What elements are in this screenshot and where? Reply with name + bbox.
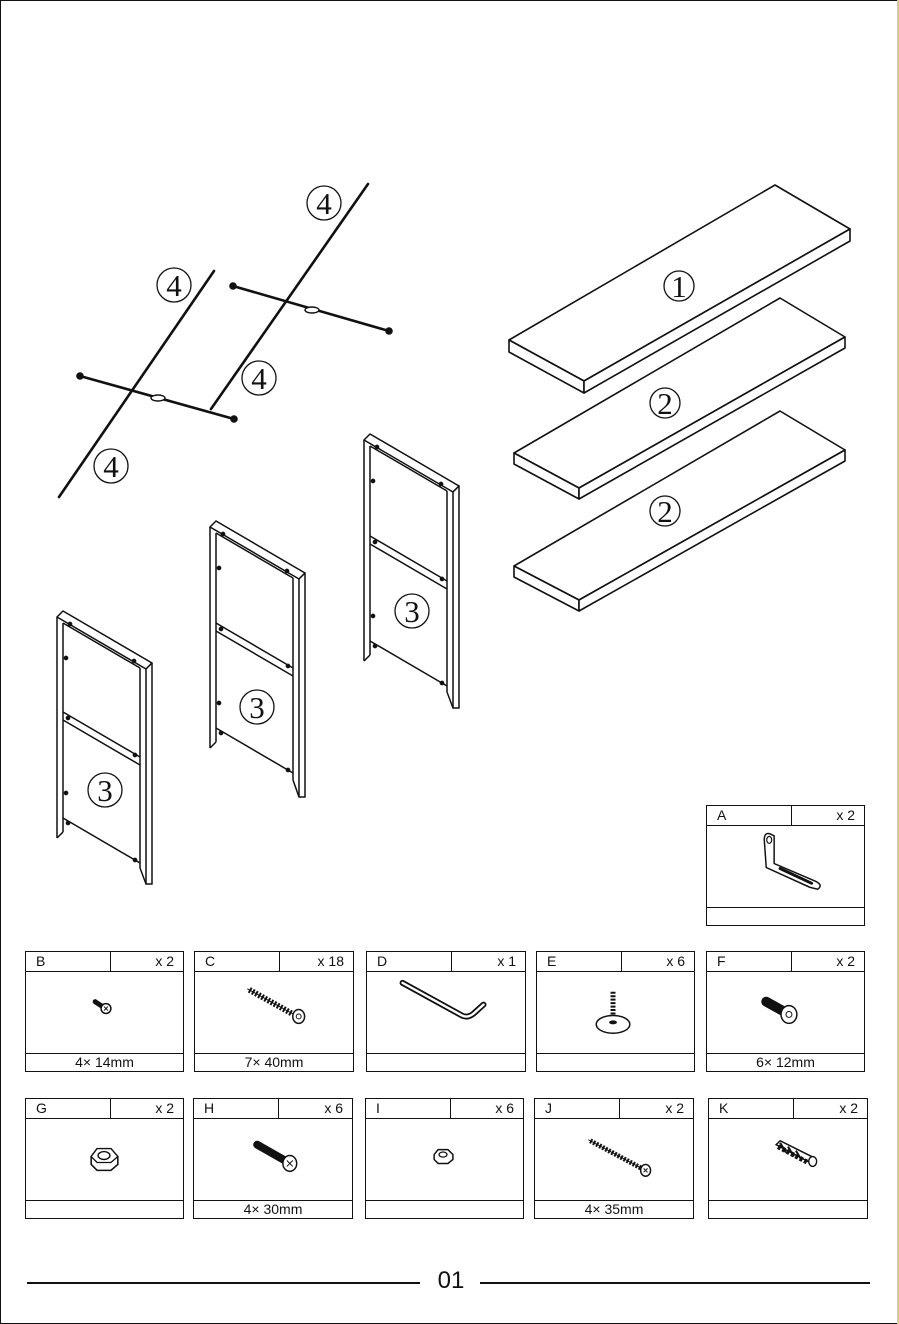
hardware-quantity: x 2: [620, 1099, 693, 1118]
callout-rod-d: 4: [94, 449, 128, 484]
callout-rod-a: 4: [307, 186, 341, 221]
hardware-card-e: E x 6: [536, 951, 695, 1072]
hardware-card-header: G x 2: [26, 1099, 183, 1119]
hardware-quantity: x 2: [111, 1099, 183, 1118]
hardware-size: 6× 12mm: [707, 1053, 864, 1071]
cam-bolt-icon: [195, 972, 353, 1053]
hardware-card-header: I x 6: [366, 1099, 523, 1119]
callout-frame-middle-label: 3: [249, 690, 265, 725]
side-frame-middle: [210, 521, 305, 797]
callout-rod-d-label: 4: [103, 449, 119, 484]
hardware-letter: K: [709, 1099, 794, 1118]
callout-rod-a-label: 4: [316, 186, 332, 221]
hardware-size: [26, 1200, 183, 1218]
small-screw-icon: [26, 972, 183, 1053]
hardware-card-k: K x 2: [708, 1098, 868, 1219]
hardware-card-c: C x 18 7× 40mm: [194, 951, 354, 1072]
hardware-size: 4× 35mm: [535, 1200, 693, 1218]
leveling-foot-icon: [537, 972, 694, 1053]
callout-rod-c: 4: [242, 361, 276, 396]
callout-frame-left-label: 3: [97, 773, 113, 808]
footer-rule-left: [27, 1282, 420, 1284]
hardware-size: 4× 14mm: [26, 1053, 183, 1071]
callout-rod-b-label: 4: [166, 268, 182, 303]
callout-frame-right-label: 3: [404, 594, 420, 629]
short-bolt-icon: [707, 972, 864, 1053]
callout-frame-middle: 3: [240, 690, 274, 725]
hardware-letter: E: [537, 952, 622, 971]
bolt-icon: [194, 1119, 352, 1200]
hardware-card-header: F x 2: [707, 952, 864, 972]
hardware-card-header: C x 18: [195, 952, 353, 972]
hardware-card-j: J x 2 4× 35mm: [534, 1098, 694, 1219]
hardware-card-header: A x 2: [707, 806, 864, 826]
hardware-quantity: x 2: [794, 1099, 867, 1118]
hardware-quantity: x 2: [111, 952, 183, 971]
hardware-size: [537, 1053, 694, 1071]
side-frame-right: [364, 434, 459, 708]
hardware-card-a: A x 2: [706, 805, 865, 926]
allen-key-icon: [367, 972, 525, 1053]
hardware-card-header: K x 2: [709, 1099, 867, 1119]
hardware-quantity: x 6: [279, 1099, 352, 1118]
footer-rule-right: [480, 1282, 870, 1284]
hardware-quantity: x 18: [280, 952, 353, 971]
hardware-card-i: I x 6: [365, 1098, 524, 1219]
callout-rod-c-label: 4: [251, 361, 267, 396]
hardware-letter: G: [26, 1099, 111, 1118]
hardware-size: [707, 907, 864, 925]
hardware-card-h: H x 6 4× 30mm: [193, 1098, 353, 1219]
hardware-quantity: x 6: [622, 952, 694, 971]
side-frame-left: [57, 611, 152, 884]
hardware-size: [367, 1053, 525, 1071]
hardware-card-header: B x 2: [26, 952, 183, 972]
hardware-letter: J: [535, 1099, 620, 1118]
hardware-card-header: E x 6: [537, 952, 694, 972]
hardware-size: [709, 1200, 867, 1218]
hex-nut-icon: [26, 1119, 183, 1200]
hardware-letter: A: [707, 806, 792, 825]
callout-frame-right: 3: [395, 594, 429, 629]
hardware-card-header: J x 2: [535, 1099, 693, 1119]
hardware-quantity: x 2: [792, 806, 864, 825]
hardware-card-g: G x 2: [25, 1098, 184, 1219]
hardware-letter: C: [195, 952, 280, 971]
small-nut-icon: [366, 1119, 523, 1200]
hardware-size: [366, 1200, 523, 1218]
hardware-letter: H: [194, 1099, 279, 1118]
hardware-quantity: x 1: [452, 952, 525, 971]
hardware-card-f: F x 2 6× 12mm: [706, 951, 865, 1072]
hardware-letter: F: [707, 952, 792, 971]
part-callouts: 1 2 2 3 3 3 4 4: [88, 186, 694, 808]
hardware-card-header: D x 1: [367, 952, 525, 972]
hardware-quantity: x 6: [451, 1099, 523, 1118]
callout-shelf-top-label: 1: [671, 269, 687, 304]
hardware-quantity: x 2: [792, 952, 864, 971]
hardware-letter: D: [367, 952, 452, 971]
hardware-card-d: D x 1: [366, 951, 526, 1072]
hardware-letter: B: [26, 952, 111, 971]
hardware-size: 7× 40mm: [195, 1053, 353, 1071]
hardware-card-header: H x 6: [194, 1099, 352, 1119]
wood-screw-icon: [535, 1119, 693, 1200]
callout-shelf-middle-label: 2: [657, 386, 673, 421]
l-bracket-icon: [707, 826, 864, 907]
callout-shelf-bottom-label: 2: [657, 494, 673, 529]
callout-rod-b: 4: [157, 268, 191, 303]
hardware-size: 4× 30mm: [194, 1200, 352, 1218]
callout-frame-left: 3: [88, 773, 122, 808]
hardware-letter: I: [366, 1099, 451, 1118]
page-number: 01: [420, 1266, 482, 1296]
hardware-card-b: B x 2 4× 14mm: [25, 951, 184, 1072]
wall-anchor-icon: [709, 1119, 867, 1200]
